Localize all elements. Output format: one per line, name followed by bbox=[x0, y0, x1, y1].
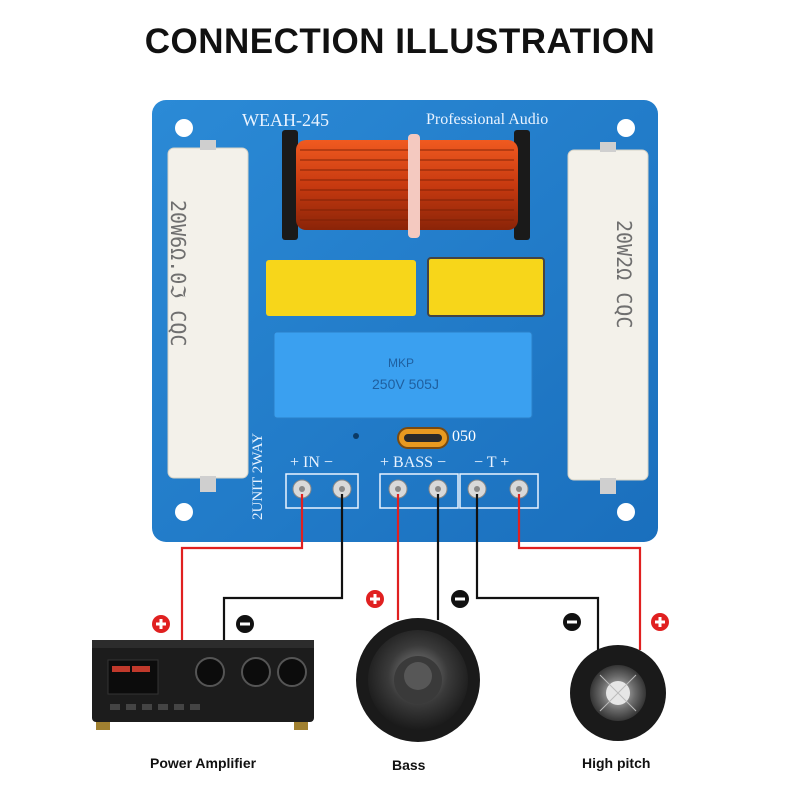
capacitor-label-top: MKP bbox=[388, 356, 415, 370]
wire-tweeter-negative bbox=[475, 494, 600, 650]
tweeter-speaker bbox=[570, 645, 666, 741]
mounting-hole bbox=[617, 119, 635, 137]
capacitor-label-bottom: 250V 505J bbox=[372, 376, 439, 392]
mounting-hole bbox=[617, 503, 635, 521]
plus-marker bbox=[152, 615, 170, 633]
terminal-block-bass bbox=[379, 473, 459, 509]
board-side-label: 2UNIT 2WAY bbox=[250, 432, 266, 520]
board-model-label: WEAH-245 bbox=[242, 110, 329, 130]
capacitor-yellow-right bbox=[427, 257, 545, 317]
minus-marker bbox=[236, 615, 254, 633]
power-amplifier bbox=[92, 640, 314, 730]
wire-amp-positive bbox=[180, 494, 304, 650]
inductor-coil bbox=[282, 130, 530, 240]
terminal-block-treble bbox=[459, 473, 539, 509]
capacitor-yellow-left bbox=[266, 260, 416, 316]
amplifier-label: Power Amplifier bbox=[150, 755, 257, 771]
resistor-left-label: 20W6Ω.0ℑ CQC bbox=[166, 200, 190, 347]
small-inductor bbox=[397, 427, 449, 449]
bass-speaker bbox=[356, 618, 480, 742]
mounting-hole bbox=[175, 503, 193, 521]
wire-tweeter-positive bbox=[517, 494, 642, 650]
page-title: CONNECTION ILLUSTRATION bbox=[144, 22, 656, 61]
resistor-right-label: 20W2Ω CQC bbox=[612, 220, 636, 329]
inductor-value-label: 050 bbox=[452, 428, 476, 445]
via-dot bbox=[353, 433, 359, 439]
board-brand-label: Professional Audio bbox=[426, 111, 549, 128]
capacitor-mkp bbox=[273, 331, 533, 419]
minus-marker bbox=[563, 613, 581, 631]
bass-label: Bass bbox=[392, 757, 426, 773]
wires bbox=[180, 494, 642, 650]
minus-marker bbox=[451, 590, 469, 608]
plus-marker bbox=[651, 613, 669, 631]
mounting-hole bbox=[175, 119, 193, 137]
tweeter-label: High pitch bbox=[582, 755, 651, 771]
terminal-treble-label: − T + bbox=[474, 454, 510, 471]
resistor-left bbox=[167, 140, 249, 492]
plus-marker bbox=[366, 590, 384, 608]
terminal-bass-label: + BASS − bbox=[380, 454, 447, 471]
terminal-in-label: + IN − bbox=[290, 454, 333, 471]
resistor-right bbox=[567, 142, 649, 494]
wire-amp-negative bbox=[222, 494, 344, 650]
crossover-board bbox=[152, 100, 658, 542]
